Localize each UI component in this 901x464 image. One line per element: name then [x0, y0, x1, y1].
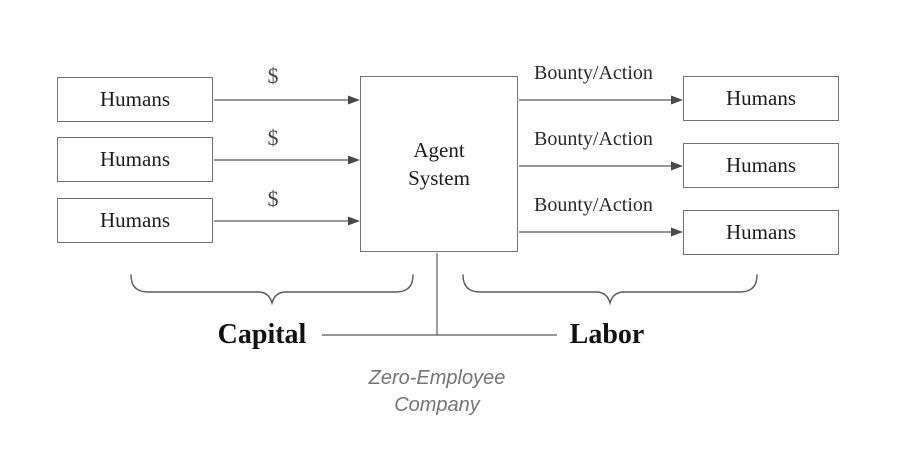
- dollar-flow-label-3: $: [267, 186, 279, 211]
- capital-humans-label-2: Humans: [100, 147, 170, 171]
- labor-flow-arrows: [519, 95, 683, 237]
- labor-humans-box-1: Humans: [683, 76, 839, 121]
- caption-connector-lines: [322, 253, 557, 336]
- agent-system-box: Agent System: [360, 76, 518, 252]
- capital-humans-box-3: Humans: [57, 198, 213, 243]
- labor-humans-box-3: Humans: [683, 210, 839, 255]
- capital-group-label: Capital: [217, 319, 307, 350]
- capital-humans-box-2: Humans: [57, 137, 213, 182]
- bounty-action-label-3: Bounty/Action: [534, 194, 653, 216]
- capital-humans-label-1: Humans: [100, 87, 170, 111]
- agent-system-label: Agent System: [408, 138, 470, 190]
- dollar-flow-label-2: $: [267, 125, 279, 150]
- bounty-action-label-1: Bounty/Action: [534, 62, 653, 84]
- labor-humans-label-1: Humans: [726, 86, 796, 110]
- bounty-action-label-2: Bounty/Action: [534, 128, 653, 150]
- capital-brace: [130, 274, 414, 306]
- dollar-flow-label-1: $: [267, 63, 279, 88]
- labor-humans-box-2: Humans: [683, 143, 839, 188]
- labor-group-label: Labor: [569, 319, 645, 350]
- capital-humans-box-1: Humans: [57, 77, 213, 122]
- labor-humans-label-3: Humans: [726, 220, 796, 244]
- capital-humans-label-3: Humans: [100, 208, 170, 232]
- capital-flow-arrows: [214, 95, 360, 226]
- zero-employee-company-caption: Zero-Employee Company: [368, 367, 506, 416]
- labor-humans-label-2: Humans: [726, 153, 796, 177]
- labor-brace: [462, 274, 758, 306]
